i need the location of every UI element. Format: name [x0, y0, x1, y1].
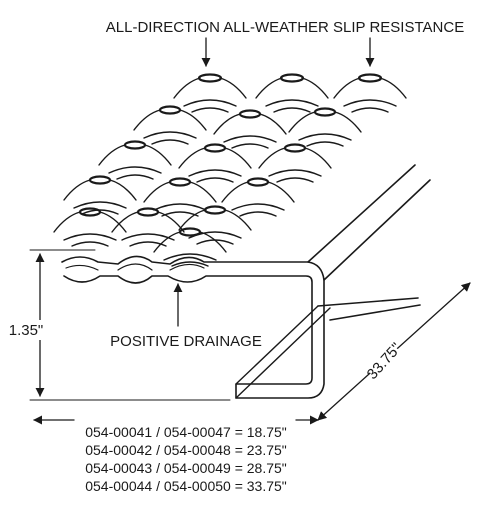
tread-outer-profile — [61, 255, 325, 399]
bump — [173, 73, 247, 113]
width-label-3: 054-00043 / 054-00049 = 28.75" — [85, 460, 287, 476]
height-label: 1.35" — [9, 322, 44, 339]
tread-bottom-lip — [235, 305, 331, 399]
slip-resistant-bumps — [53, 73, 407, 267]
bump — [153, 227, 227, 267]
bump — [178, 143, 252, 183]
bump — [53, 207, 127, 247]
slip-resistance-label: ALL-DIRECTION ALL-WEATHER SLIP RESISTANC… — [106, 19, 464, 36]
width-label-4: 054-00044 / 054-00050 = 33.75" — [85, 478, 287, 494]
bump — [133, 105, 207, 145]
drainage-label: POSITIVE DRAINAGE — [110, 333, 262, 350]
bump — [255, 73, 329, 113]
bump — [288, 107, 362, 147]
bump — [111, 207, 185, 247]
tread-top-edge — [307, 164, 431, 281]
bump — [258, 143, 332, 183]
length-label: 33.75" — [364, 340, 405, 383]
bump — [178, 205, 252, 245]
bump — [143, 177, 217, 217]
width-label-2: 054-00042 / 054-00048 = 23.75" — [85, 442, 287, 458]
tread-inner-profile — [65, 263, 205, 271]
tread-back-lip — [317, 297, 421, 321]
bump — [221, 177, 295, 217]
width-dimension: 054-00041 / 054-00047 = 18.75" 054-00042… — [33, 415, 319, 494]
bump — [98, 140, 172, 180]
bump — [213, 109, 287, 149]
height-dimension: 1.35" — [8, 249, 231, 401]
width-label-1: 054-00041 / 054-00047 = 18.75" — [85, 424, 287, 440]
bump — [333, 73, 407, 113]
bump — [63, 175, 137, 215]
